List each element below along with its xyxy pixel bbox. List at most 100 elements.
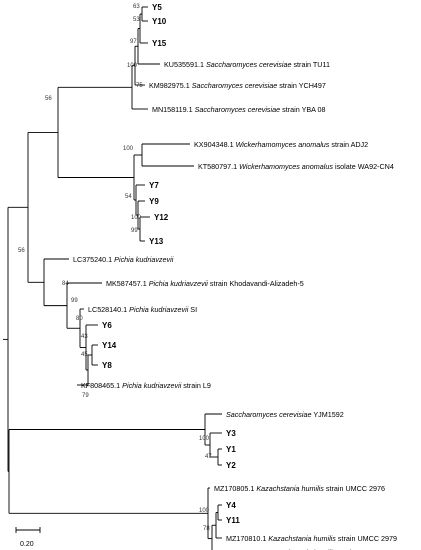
taxon-label-lc528140: LC528140.1 Pichia kudriavzevii SI <box>88 305 197 314</box>
taxon-label-mz170810: MZ170810.1 Kazachstania humilis strain U… <box>226 534 397 543</box>
taxon-label-km982975: KM982975.1 Saccharomyces cerevisiae stra… <box>149 81 326 90</box>
taxon-label-y10: Y10 <box>152 17 167 26</box>
bootstrap-value: 53 <box>133 17 140 23</box>
bootstrap-value: 43 <box>81 334 88 340</box>
taxon-label-part: strain UMCC 2979 <box>336 534 397 543</box>
bootstrap-value: 99 <box>131 228 138 234</box>
taxon-label-part: Y2 <box>226 461 236 470</box>
taxon-label-part: Kazachstania humilis <box>268 548 336 550</box>
taxon-label-kt580797: KT580797.1 Wickerhamomyces anomalus isol… <box>198 162 394 171</box>
taxon-label-part: MZ170805.1 <box>214 484 256 493</box>
taxon-label-y6: Y6 <box>102 321 112 330</box>
taxon-label-part: isolate WA92-CN4 <box>333 162 394 171</box>
bootstrap-value: 80 <box>76 316 83 322</box>
taxon-label-mz170805: MZ170805.1 Kazachstania humilis strain U… <box>214 484 385 493</box>
taxon-label-part: Y5 <box>152 3 162 12</box>
scale-bar-label: 0.20 <box>20 541 34 548</box>
taxon-label-part: Saccharomyces cerevisiae <box>195 105 281 114</box>
bootstrap-value: 79 <box>82 393 89 399</box>
taxon-label-part: MK587457.1 <box>106 279 149 288</box>
taxon-label-part: strain UMCC 2976 <box>324 484 385 493</box>
taxon-label-part: Pichia kudriavzevii <box>122 381 182 390</box>
taxon-label-part: KX904348.1 <box>194 140 236 149</box>
taxon-label-part: Y10 <box>152 17 167 26</box>
taxon-label-y2: Y2 <box>226 461 236 470</box>
taxon-label-part: Y12 <box>154 213 169 222</box>
taxon-label-part: strain YBA 08 <box>280 105 325 114</box>
taxon-label-part: MN158119.1 <box>152 105 195 114</box>
bootstrap-value: 56 <box>45 96 52 102</box>
bootstrap-value: 54 <box>125 194 132 200</box>
taxon-label-part: Y13 <box>149 237 164 246</box>
taxon-label-part: KU535591.1 <box>164 60 206 69</box>
taxon-label-part: strain TU11 <box>291 60 329 69</box>
taxon-label-y8: Y8 <box>102 361 112 370</box>
taxon-label-part: Y7 <box>149 181 159 190</box>
taxon-label-part: Saccharomyces cerevisiae <box>192 81 278 90</box>
taxon-label-mk587457: MK587457.1 Pichia kudriavzevii strain Kh… <box>106 279 304 288</box>
bootstrap-value: 84 <box>62 281 69 287</box>
taxon-label-part: strain L9 <box>181 381 211 390</box>
taxon-label-y14: Y14 <box>102 341 117 350</box>
taxon-label-part: Y3 <box>226 429 236 438</box>
bootstrap-value: 75 <box>136 83 143 89</box>
bootstrap-value: 100 <box>127 63 138 69</box>
taxon-label-part: KT580797.1 <box>198 162 239 171</box>
taxon-label-y3: Y3 <box>226 429 236 438</box>
bootstrap-value: 78 <box>203 526 210 532</box>
taxon-label-part: LC375240.1 <box>73 255 114 264</box>
bootstrap-value: 63 <box>133 4 140 10</box>
taxon-label-part: Y15 <box>152 39 167 48</box>
bootstrap-value: 100 <box>123 146 134 152</box>
taxon-label-y1: Y1 <box>226 445 236 454</box>
taxon-label-yjm1592: Saccharomyces cerevisiae YJM1592 <box>226 410 344 419</box>
taxon-label-mn158119: MN158119.1 Saccharomyces cerevisiae stra… <box>152 105 326 114</box>
scale-bar: 0.20 <box>15 527 41 548</box>
taxon-label-part: YJM1592 <box>312 410 344 419</box>
taxon-label-part: KM982975.1 <box>149 81 192 90</box>
taxon-label-mz170797: MZ170797.1 Kazachstania humilis strain U… <box>226 548 397 550</box>
taxon-label-part: strain YCH497 <box>277 81 326 90</box>
taxon-label-kx904348: KX904348.1 Wickerhamomyces anomalus stra… <box>194 140 368 149</box>
taxon-label-part: Saccharomyces cerevisiae <box>206 60 292 69</box>
taxon-label-y4: Y4 <box>226 501 236 510</box>
taxon-label-part: Kazachstania humilis <box>256 484 324 493</box>
taxon-label-y7: Y7 <box>149 181 159 190</box>
taxon-label-ku535591: KU535591.1 Saccharomyces cerevisiae stra… <box>164 60 330 69</box>
taxon-label-y15: Y15 <box>152 39 167 48</box>
taxon-label-y12: Y12 <box>154 213 169 222</box>
taxon-label-part: LC528140.1 <box>88 305 129 314</box>
taxon-label-part: Wickerhamomyces anomalus <box>236 140 330 149</box>
taxon-label-part: strain UMCC 2982 <box>336 548 397 550</box>
taxon-label-part: Y6 <box>102 321 112 330</box>
taxon-label-y5: Y5 <box>152 3 162 12</box>
taxon-label-y13: Y13 <box>149 237 164 246</box>
taxon-label-part: Y4 <box>226 501 236 510</box>
taxon-label-part: SI <box>188 305 197 314</box>
taxon-label-part: MZ170810.1 <box>226 534 268 543</box>
taxon-label-part: Y1 <box>226 445 236 454</box>
taxon-label-y9: Y9 <box>149 197 159 206</box>
taxon-label-part: strain ADJ2 <box>329 140 368 149</box>
tree-branches <box>3 6 222 550</box>
taxon-label-part: MZ170797.1 <box>226 548 268 550</box>
taxon-label-part: Pichia kudriavzevii <box>114 255 174 264</box>
taxon-label-part: strain Khodavandi-Alizadeh-5 <box>208 279 304 288</box>
taxon-label-part: Pichia kudriavzevii <box>149 279 209 288</box>
taxon-label-y11: Y11 <box>226 516 240 525</box>
bootstrap-value: 56 <box>18 248 25 254</box>
bootstrap-value: 99 <box>71 298 78 304</box>
bootstrap-value: 97 <box>130 39 137 45</box>
taxon-label-lc375240: LC375240.1 Pichia kudriavzevii <box>73 255 174 264</box>
taxon-label-part: Saccharomyces cerevisiae <box>226 410 312 419</box>
bootstrap-value: 100 <box>199 508 210 514</box>
taxon-label-part: KF808465.1 <box>81 381 122 390</box>
taxon-label-kf808465: KF808465.1 Pichia kudriavzevii strain L9 <box>81 381 211 390</box>
taxon-label-part: Y8 <box>102 361 112 370</box>
taxon-label-part: Y9 <box>149 197 159 206</box>
bootstrap-value: 47 <box>205 454 212 460</box>
bootstrap-values: 63 53 97 100 75 56 100 54 100 99 56 84 99 80 43 45 79 100… <box>18 4 212 532</box>
bootstrap-value: 45 <box>81 352 88 358</box>
bootstrap-value: 100 <box>131 215 142 221</box>
